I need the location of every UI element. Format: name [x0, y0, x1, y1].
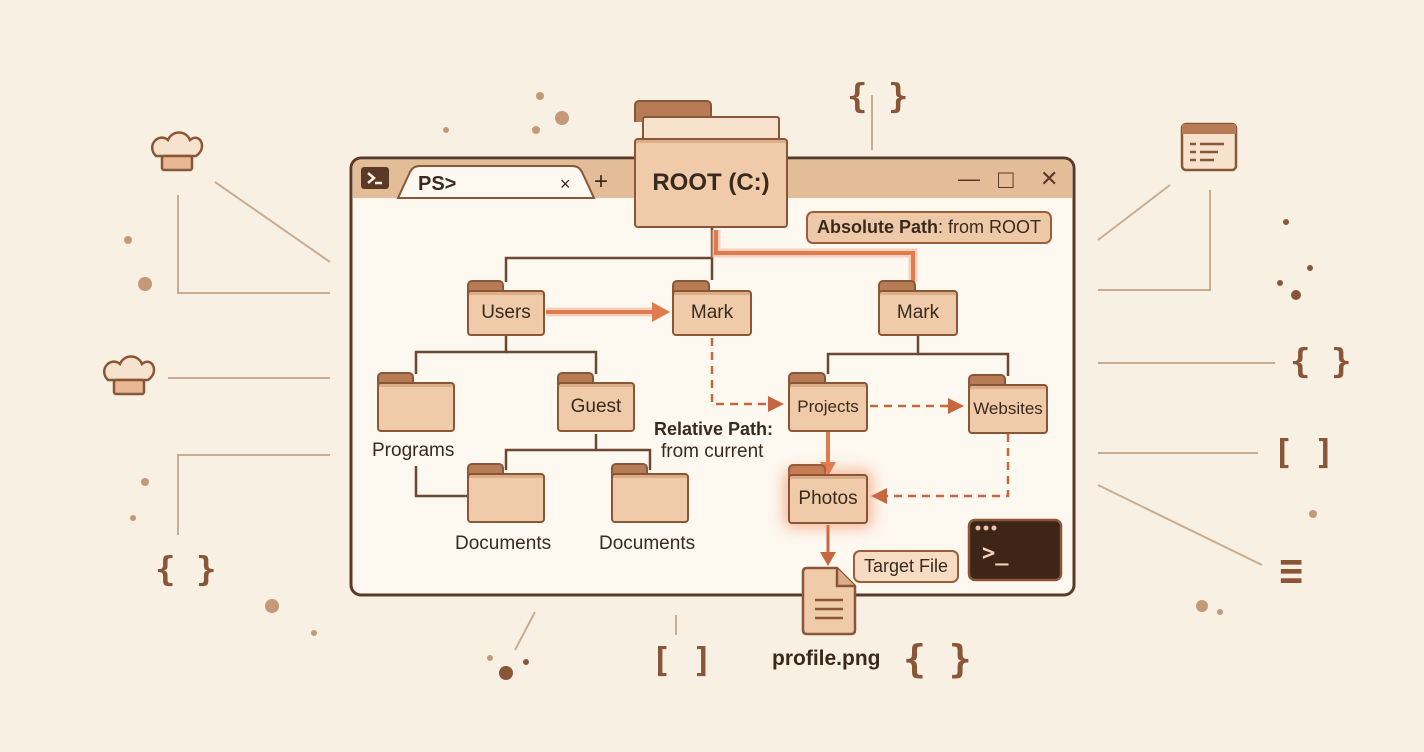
folder-websites-label: Websites: [968, 384, 1048, 434]
close-button[interactable]: ✕: [1040, 166, 1059, 191]
relative-path-rest: from current: [661, 441, 764, 462]
folder-users[interactable]: Users: [467, 280, 545, 336]
brackets-glyph: [ ]: [651, 641, 713, 681]
absolute-path-bold: Absolute Path: [817, 217, 939, 237]
folder-programs[interactable]: [377, 372, 455, 432]
chef-hat-icon: [151, 131, 204, 172]
tree-lines: [414, 228, 1010, 498]
folder-mark-right-label: Mark: [878, 290, 958, 336]
code-window-icon: [1180, 122, 1238, 172]
new-tab-button[interactable]: +: [594, 168, 609, 195]
braces-glyph: { }: [903, 637, 972, 681]
folder-projects[interactable]: Projects: [788, 372, 868, 432]
folder-guest-label: Guest: [557, 382, 635, 432]
decor-dots: [124, 92, 1317, 680]
target-file-label: Target File: [864, 556, 949, 576]
powershell-icon: [361, 167, 389, 189]
braces-glyph: { }: [847, 77, 909, 117]
braces-glyph: { }: [1290, 342, 1352, 382]
folder-documents-1[interactable]: [467, 463, 545, 523]
folder-mark-left-label: Mark: [672, 290, 752, 336]
target-file-tag: Target File: [853, 550, 960, 583]
minimize-button[interactable]: —: [958, 166, 980, 191]
root-folder[interactable]: ROOT (C:): [634, 100, 788, 228]
relative-path-bold: Relative Path:: [654, 419, 774, 439]
folder-mark-left[interactable]: Mark: [672, 280, 752, 336]
folder-guest[interactable]: Guest: [557, 372, 635, 432]
folder-mark-right[interactable]: Mark: [878, 280, 958, 336]
braces-glyph: { }: [155, 550, 217, 590]
file-icon: [801, 566, 857, 636]
menu-icon: ≡: [1279, 548, 1304, 594]
brackets-glyph: [ ]: [1273, 433, 1335, 473]
decor-lines: [168, 95, 1275, 651]
relative-arrowheads: [768, 396, 964, 504]
folder-documents-1-label: Documents: [455, 533, 552, 554]
folder-users-label: Users: [467, 290, 545, 336]
tab-title[interactable]: PS>: [418, 173, 457, 195]
terminal-icon: [967, 518, 1063, 582]
chef-hat-icon: [103, 355, 156, 396]
absolute-path-rest: : from ROOT: [938, 217, 1042, 237]
maximize-button[interactable]: □: [998, 164, 1014, 194]
root-folder-label: ROOT (C:): [634, 138, 788, 228]
folder-programs-label: Programs: [372, 440, 455, 461]
folder-photos-label: Photos: [788, 474, 868, 524]
folder-photos[interactable]: Photos: [788, 464, 868, 524]
absolute-path-tag: Absolute Path: from ROOT: [806, 211, 1053, 244]
terminal-prompt: >_: [982, 541, 1009, 566]
relative-path-route: [710, 338, 1010, 498]
tab-close-button[interactable]: ×: [560, 174, 571, 194]
folder-projects-label: Projects: [788, 382, 868, 432]
folder-websites[interactable]: Websites: [968, 374, 1048, 434]
file-name-label: profile.png: [772, 647, 881, 670]
folder-documents-2[interactable]: [611, 463, 689, 523]
folder-documents-2-label: Documents: [599, 533, 696, 554]
